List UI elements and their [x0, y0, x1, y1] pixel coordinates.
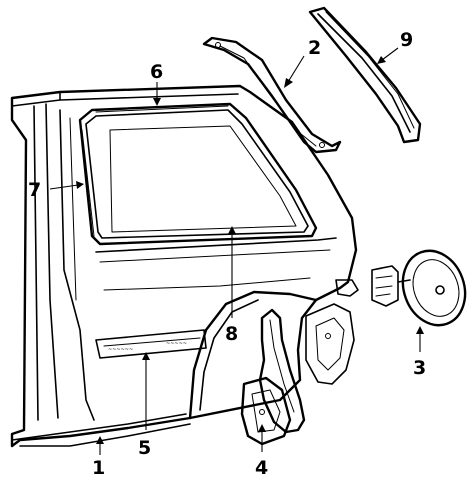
callout-9-leader	[377, 47, 399, 64]
callout-3-leader	[416, 326, 424, 352]
callout-7: 7	[28, 179, 41, 201]
callout-7-leader	[49, 181, 84, 190]
svg-text:~~~~~~: ~~~~~~	[108, 347, 133, 353]
callout-4: 4	[255, 457, 268, 479]
splash-shield-icon	[240, 303, 355, 446]
weatherstrip-icon	[95, 105, 229, 113]
callout-6: 6	[150, 61, 163, 83]
callout-2: 2	[308, 37, 321, 59]
callout-9: 9	[400, 29, 413, 51]
svg-text:~~~~~: ~~~~~	[166, 341, 187, 347]
fuel-door-icon	[371, 249, 467, 327]
callout-5: 5	[138, 437, 151, 459]
body-molding-icon: ~~~~~~ ~~~~~	[95, 329, 207, 359]
quarter-panel-icon	[10, 84, 359, 448]
drip-molding-icon	[308, 6, 422, 144]
callout-4-leader	[258, 424, 266, 452]
callout-6-leader	[153, 82, 161, 106]
callout-3: 3	[413, 357, 426, 379]
callout-2-leader	[284, 55, 305, 88]
quarter-glass-icon	[109, 125, 297, 233]
callout-8: 8	[225, 323, 238, 345]
callout-5-leader	[142, 352, 150, 430]
pillar-trim-icon	[202, 36, 342, 154]
callout-1: 1	[92, 457, 105, 479]
callout-1-leader	[96, 436, 104, 455]
callout-8-leader	[228, 226, 236, 318]
pillar-molding-icon	[81, 129, 95, 237]
